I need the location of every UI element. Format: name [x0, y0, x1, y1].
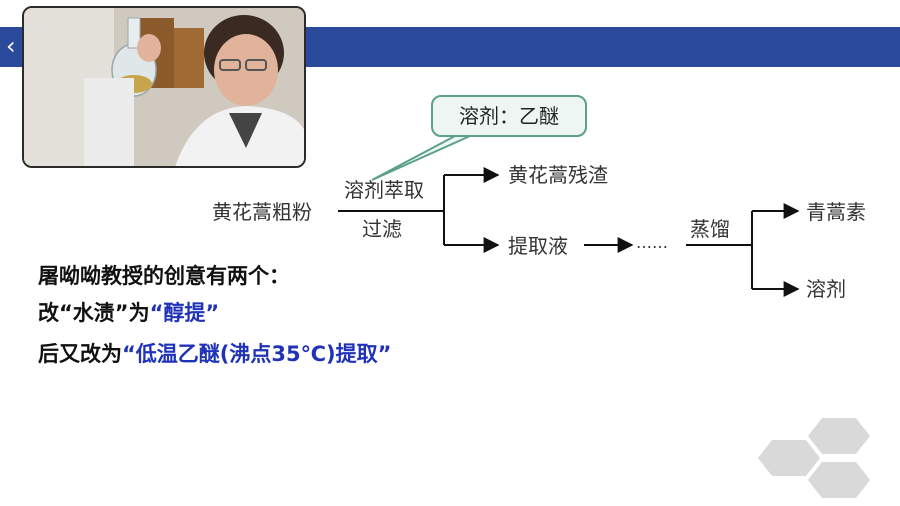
label-filter: 过滤: [362, 217, 402, 241]
callout-pointer: [371, 135, 471, 181]
label-product: 青蒿素: [806, 200, 866, 224]
label-distill: 蒸馏: [690, 217, 730, 241]
solvent-callout: 溶剂：乙醚: [431, 95, 587, 137]
hexagon-decoration: [758, 418, 870, 498]
label-start: 黄花蒿粗粉: [212, 200, 312, 224]
scientist-photo: [22, 6, 306, 168]
chevron-left-icon[interactable]: ‹: [6, 32, 16, 60]
label-extract: 提取液: [508, 234, 568, 258]
note-line2: 改“水渍”为“醇提”: [38, 301, 220, 325]
label-solvent: 溶剂: [806, 277, 846, 301]
note-line3: 后又改为“低温乙醚(沸点35℃)提取”: [38, 342, 392, 366]
label-extraction: 溶剂萃取: [344, 178, 424, 202]
note-line1: 屠呦呦教授的创意有两个：: [38, 264, 290, 288]
label-residue: 黄花蒿残渣: [508, 163, 608, 187]
label-dots: ……: [636, 233, 668, 252]
